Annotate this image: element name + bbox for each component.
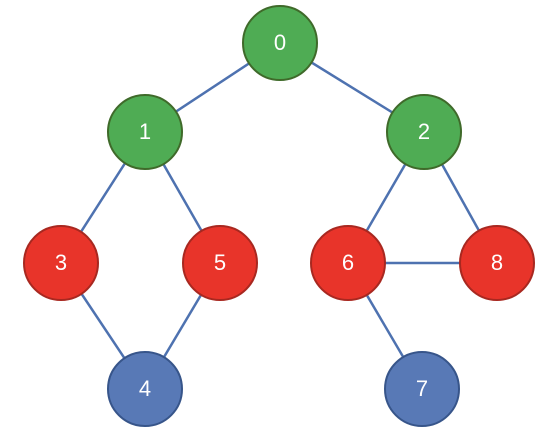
node-5: 5 (182, 225, 258, 301)
node-2: 2 (386, 94, 462, 170)
node-circle-7 (384, 351, 460, 427)
node-circle-8 (459, 225, 535, 301)
node-7: 7 (384, 351, 460, 427)
node-label-6: 6 (342, 250, 354, 275)
node-circle-5 (182, 225, 258, 301)
node-label-3: 3 (55, 250, 67, 275)
node-label-8: 8 (491, 250, 503, 275)
node-4: 4 (107, 351, 183, 427)
node-6: 6 (310, 225, 386, 301)
node-1: 1 (107, 94, 183, 170)
node-circle-0 (242, 5, 318, 81)
nodes-layer: 0 1 2 3 5 6 8 4 7 (23, 5, 535, 427)
node-circle-2 (386, 94, 462, 170)
node-label-7: 7 (416, 376, 428, 401)
node-label-5: 5 (214, 250, 226, 275)
node-circle-3 (23, 225, 99, 301)
node-circle-4 (107, 351, 183, 427)
node-label-0: 0 (274, 30, 286, 55)
node-label-1: 1 (139, 119, 151, 144)
node-0: 0 (242, 5, 318, 81)
node-8: 8 (459, 225, 535, 301)
node-circle-6 (310, 225, 386, 301)
node-3: 3 (23, 225, 99, 301)
node-label-4: 4 (139, 376, 151, 401)
node-label-2: 2 (418, 119, 430, 144)
node-circle-1 (107, 94, 183, 170)
